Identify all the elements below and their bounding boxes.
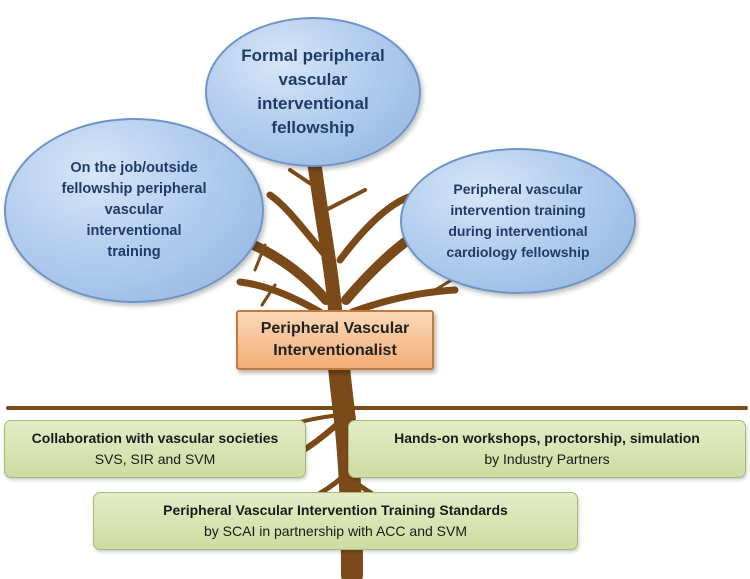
balloon-text-line: fellowship: [271, 118, 355, 137]
root-box-industry-partners: Hands-on workshops, proctorship, simulat…: [348, 420, 746, 478]
balloon-text-line: Formal peripheral: [241, 46, 385, 65]
root-box-subtitle: by Industry Partners: [484, 451, 610, 467]
balloon-text-line: interventional: [86, 223, 182, 239]
branch-left-mid: [266, 191, 329, 259]
root-box-title: Collaboration with vascular societies: [31, 430, 279, 446]
twig: [288, 168, 322, 192]
center-title-box: Peripheral Vascular Interventionalist: [236, 310, 434, 370]
root-box-title: Peripheral Vascular Intervention Trainin…: [163, 502, 508, 518]
balloon-text-line: vascular: [104, 202, 164, 218]
twig: [260, 283, 277, 307]
root-box-subtitle: by SCAI in partnership with ACC and SVM: [203, 523, 467, 539]
twig: [324, 188, 367, 212]
twig: [253, 243, 267, 272]
balloon-cardiology-fellowship-training: Peripheral vascular intervention trainin…: [400, 148, 636, 294]
root-box-title: Hands-on workshops, proctorship, simulat…: [394, 430, 700, 446]
balloon-text-line: Peripheral vascular: [453, 181, 583, 197]
balloon-formal-fellowship: Formal peripheral vascular interventiona…: [205, 17, 421, 167]
balloon-text-line: On the job/outside: [70, 160, 198, 176]
balloon-text-line: vascular: [278, 70, 348, 89]
root-box-training-standards: Peripheral Vascular Intervention Trainin…: [93, 492, 578, 550]
balloon-on-the-job-training: On the job/outside fellowship peripheral…: [4, 118, 264, 303]
root-box-vascular-societies: Collaboration with vascular societies SV…: [4, 420, 306, 478]
branch-right-low: [348, 286, 459, 316]
balloon-text-line: training: [107, 244, 161, 260]
balloon-text-line: cardiology fellowship: [446, 244, 590, 260]
root-box-subtitle: SVS, SIR and SVM: [94, 451, 216, 467]
center-title-line-2: Interventionalist: [273, 342, 397, 359]
balloon-text-line: intervention training: [450, 202, 586, 218]
branch-left-low: [236, 278, 324, 316]
balloon-text-line: interventional: [257, 94, 369, 113]
balloon-text-line: during interventional: [448, 223, 588, 239]
center-title-line-1: Peripheral Vascular: [260, 320, 410, 337]
balloon-text-line: fellowship peripheral: [61, 181, 207, 197]
